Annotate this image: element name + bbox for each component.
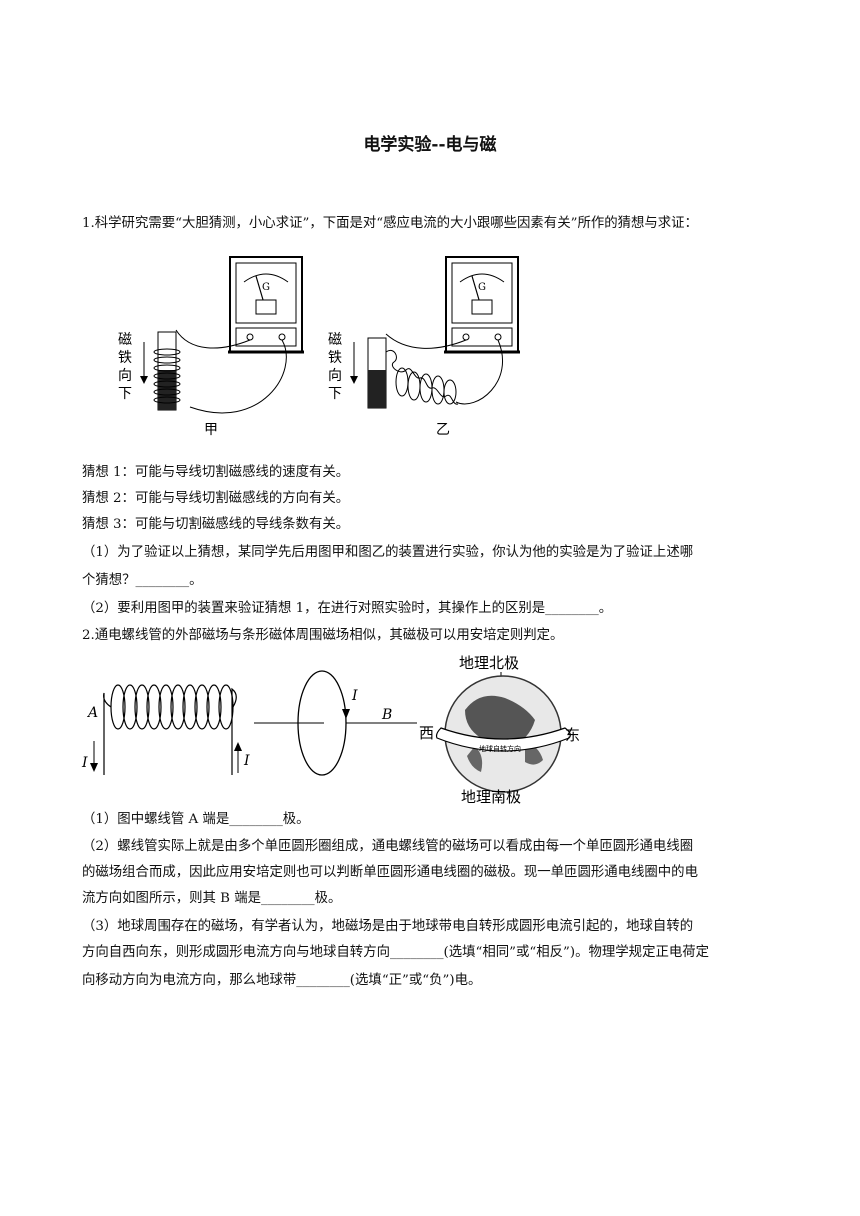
side-label-jia-1: 磁 [118,332,132,348]
q2-intro: 2.通电螺线管的外部磁场与条形磁体周围磁场相似，其磁极可以用安培定则判定。 [82,628,564,643]
q1-sub2: （2）要利用图甲的装置来验证猜想 1，在进行对照实验时，其操作上的区别是____… [82,601,613,616]
globe-north-label: 地理北极 [459,654,519,672]
side-label-yi-1: 磁 [328,332,342,348]
solenoid-end-label: A [86,705,98,721]
figure-jia: G 磁 铁 向 下 甲 [118,256,304,438]
globe-arrow-text: 地球自转方向 [479,744,521,753]
q2-sub1: （1）图中螺线管 A 端是________极。 [82,812,310,827]
figure-yi: G 磁 铁 向 下 乙 [328,256,520,438]
solenoid-current-right: I [243,753,250,769]
figure-globe: 地理北极 地球自转方向 西 东 地理南极 [419,654,580,806]
q1-intro: 1.科学研究需要“大胆猜测，小心求证”，下面是对“感应电流的大小跟哪些因素有关”… [82,216,698,231]
side-label-yi-4: 下 [328,386,342,402]
caption-yi: 乙 [436,422,450,438]
q2-sub3-line3: 向移动方向为电流方向，那么地球带________(选填“正”或“负”)电。 [82,973,482,988]
guess-1: 猜想 1：可能与导线切割磁感线的速度有关。 [82,465,350,480]
guess-2: 猜想 2：可能与导线切割磁感线的方向有关。 [82,491,350,506]
globe-west-label: 西 [419,724,434,742]
q2-sub3-line1: （3）地球周围存在的磁场，有学者认为，地磁场是由于地球带电自转形成圆形电流引起的… [82,919,694,934]
meter-letter-jia: G [262,282,270,293]
guess-3: 猜想 3：可能与切割磁感线的导线条数有关。 [82,517,350,532]
side-label-jia-4: 下 [118,386,132,402]
side-label-jia-3: 向 [118,368,132,384]
q2-sub3-line2: 方向自西向东，则形成圆形电流方向与地球自转方向________(选填“相同”或“… [82,945,710,960]
loop-current-label: I [351,688,358,704]
caption-jia: 甲 [204,422,218,438]
q2-sub2-line2: 的磁场组合而成，因此应用安培定则也可以判断单匝圆形通电线圈的磁极。现一单匝圆形通… [82,865,698,880]
side-label-yi-2: 铁 [328,350,342,366]
q1-sub1-line2: 个猜想？________。 [82,573,203,588]
meter-letter-yi: G [478,282,486,293]
side-label-jia-2: 铁 [118,350,132,366]
page-title: 电学实验--电与磁 [363,135,497,155]
solenoid-current-left: I [81,755,88,771]
loop-end-label: B [381,707,392,723]
globe-east-label: 东 [565,726,580,744]
side-label-yi-3: 向 [328,368,342,384]
globe-south-label: 地理南极 [461,788,521,806]
figure-loop: I B [254,670,417,776]
q2-sub2-line1: （2）螺线管实际上就是由多个单匝圆形圈组成，通电螺线管的磁场可以看成由每一个单匝… [82,839,694,854]
figure-solenoid: A I I [81,684,250,775]
q2-sub2-line3: 流方向如图所示，则其 B 端是________极。 [82,891,342,906]
q1-sub1-line1: （1）为了验证以上猜想，某同学先后用图甲和图乙的装置进行实验，你认为他的实验是为… [82,545,694,560]
